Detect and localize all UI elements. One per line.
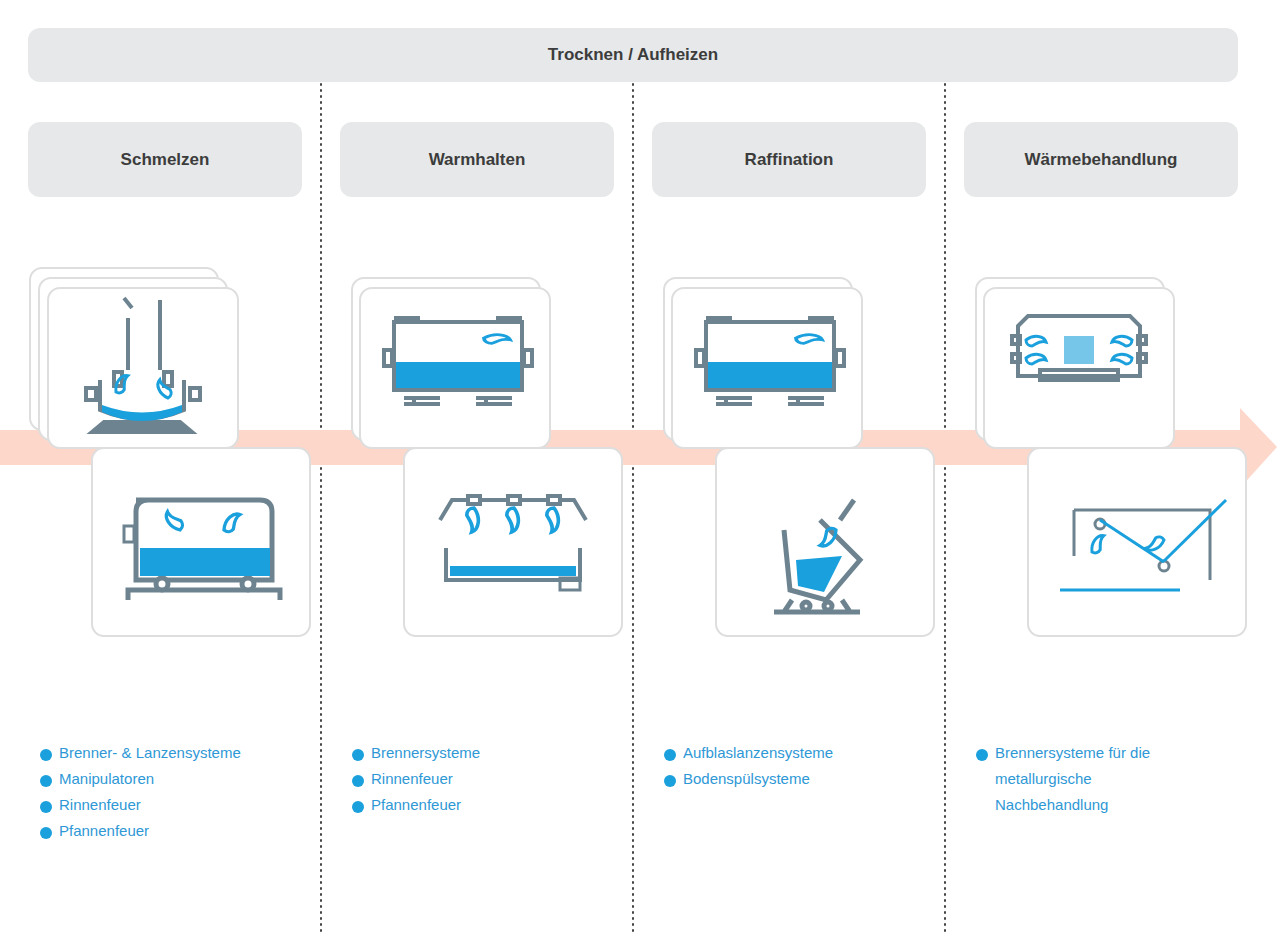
product-label: Pfannenfeuer <box>59 818 149 844</box>
bullet-item: Brennersysteme <box>352 745 622 766</box>
header-text: Raffination <box>745 150 834 170</box>
bullet-item: Brenner- & Lanzensysteme <box>40 745 310 766</box>
step-header: Wärmebehandlung <box>964 122 1238 197</box>
bullet-dot <box>664 749 676 761</box>
bullet-dot <box>40 801 52 813</box>
product-label: Aufblaslanzensysteme <box>683 740 833 766</box>
bullet-item: Rinnenfeuer <box>352 771 622 792</box>
product-label: Brenner- & Lanzensysteme <box>59 740 241 766</box>
product-label: Bodenspülsysteme <box>683 766 810 792</box>
bullet-item: Aufblaslanzensysteme <box>664 745 934 766</box>
bullet-item: Bodenspülsysteme <box>664 771 934 792</box>
bullet-dot <box>976 749 988 761</box>
bullet-item: Brennersysteme für die metallurgische Na… <box>976 745 1151 818</box>
bullet-dot <box>40 827 52 839</box>
bullet-item: Rinnenfeuer <box>40 797 310 818</box>
step-header: Raffination <box>652 122 926 197</box>
product-label: Manipulatoren <box>59 766 154 792</box>
header-text: Wärmebehandlung <box>1024 150 1177 170</box>
bullet-item: Manipulatoren <box>40 771 310 792</box>
bullet-dot <box>40 775 52 787</box>
header-text: Trocknen / Aufheizen <box>548 45 718 65</box>
product-label: Rinnenfeuer <box>59 792 141 818</box>
product-label: Brennersysteme für die metallurgische Na… <box>995 740 1151 818</box>
bullet-dot <box>664 775 676 787</box>
product-label: Brennersysteme <box>371 740 480 766</box>
bullet-dot <box>352 749 364 761</box>
bullet-dot <box>40 749 52 761</box>
step-header: Warmhalten <box>340 122 614 197</box>
bullet-item: Pfannenfeuer <box>40 823 310 844</box>
header-text: Schmelzen <box>121 150 210 170</box>
bullet-item: Pfannenfeuer <box>352 797 622 818</box>
header-text: Warmhalten <box>429 150 526 170</box>
phase-band: Trocknen / Aufheizen <box>28 28 1238 82</box>
bullet-dot <box>352 775 364 787</box>
step-header: Schmelzen <box>28 122 302 197</box>
product-label: Pfannenfeuer <box>371 792 461 818</box>
bullet-dot <box>352 801 364 813</box>
product-label: Rinnenfeuer <box>371 766 453 792</box>
